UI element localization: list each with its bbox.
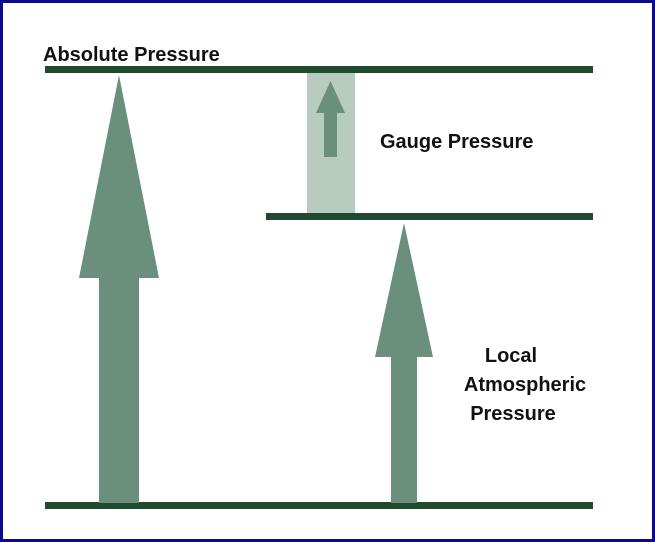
- gauge-pressure-label: Gauge Pressure: [380, 131, 533, 153]
- pressure-diagram: Absolute Pressure Gauge Pressure Local A…: [43, 44, 593, 509]
- absolute-pressure-label: Absolute Pressure: [43, 44, 220, 66]
- absolute-pressure-arrow: [79, 75, 159, 503]
- atmospheric-pressure-line: [266, 213, 593, 220]
- absolute-pressure-line: [45, 66, 593, 73]
- local-atmospheric-label-line2: Atmospheric: [464, 374, 586, 396]
- gauge-pressure-arrow: [316, 81, 345, 157]
- zero-pressure-baseline: [45, 502, 593, 509]
- local-atmospheric-label-line3: Pressure: [470, 403, 556, 425]
- local-atmospheric-label-line1: Local: [485, 345, 537, 367]
- atmospheric-pressure-arrow: [375, 223, 433, 503]
